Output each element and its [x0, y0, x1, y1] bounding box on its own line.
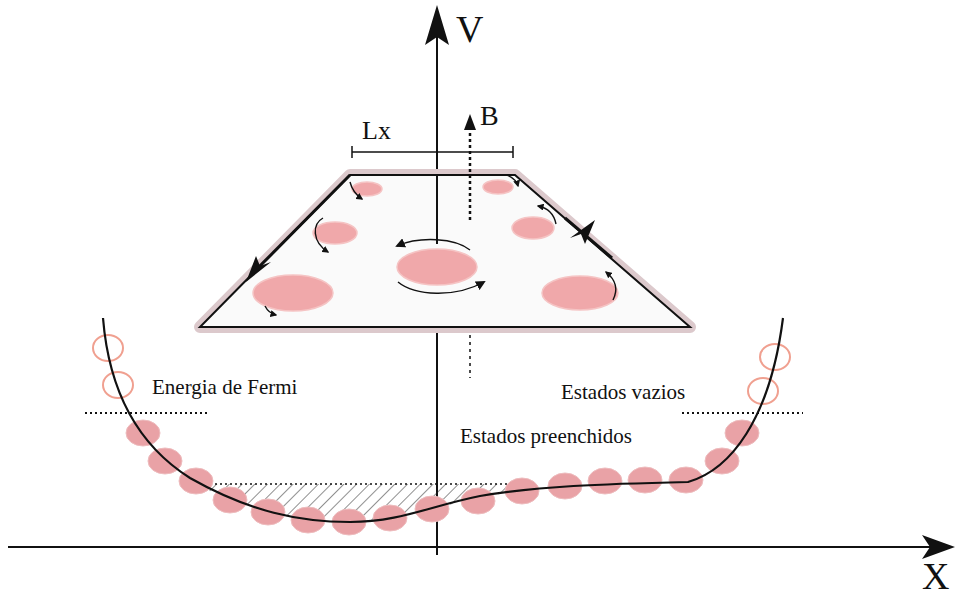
- orbit-arrows: [265, 175, 616, 315]
- state-label: Estados vazios: [561, 382, 685, 403]
- empty-states: [93, 335, 790, 404]
- sample-plate: [200, 175, 690, 327]
- axis-over-plate: [436, 175, 438, 244]
- level-label: Energia de Fermi: [152, 377, 297, 398]
- potential-curve: [103, 318, 783, 522]
- lx-dimension: [352, 146, 513, 158]
- axis-label: X: [922, 557, 949, 595]
- axis-label: V: [456, 10, 483, 48]
- dotted-level: [185, 483, 520, 485]
- b-field-arrow: [464, 114, 476, 378]
- dimension-label: Lx: [362, 118, 391, 144]
- state-label: Estados preenchidos: [460, 426, 632, 447]
- cyclotron-orbits: [253, 180, 618, 311]
- fermi-level: [85, 412, 803, 414]
- axes: [8, 5, 955, 559]
- filled-states: [126, 420, 759, 535]
- field-label: B: [480, 102, 499, 130]
